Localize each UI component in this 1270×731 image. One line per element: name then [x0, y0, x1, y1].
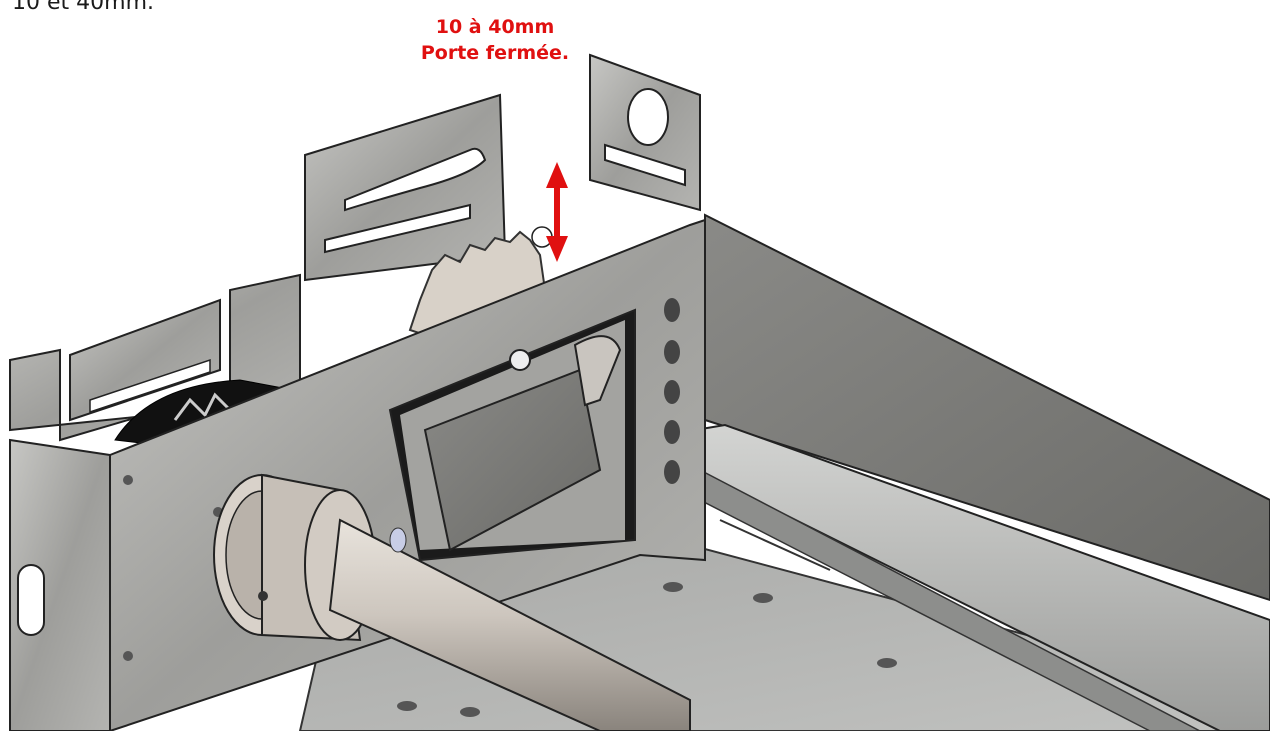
back-bracket: [589, 53, 701, 212]
upper-plate: [304, 93, 507, 282]
double-arrow-icon: [546, 162, 568, 262]
shaft-assembly: [213, 473, 691, 731]
annotation-line-2: Porte fermée.: [420, 42, 570, 64]
caption-text: 10 et 40mm.: [12, 0, 154, 15]
left-front-wall: [9, 438, 111, 731]
dimension-annotation: 10 à 40mm Porte fermée.: [390, 14, 600, 66]
annotation-line-1: 10 à 40mm: [435, 16, 555, 38]
